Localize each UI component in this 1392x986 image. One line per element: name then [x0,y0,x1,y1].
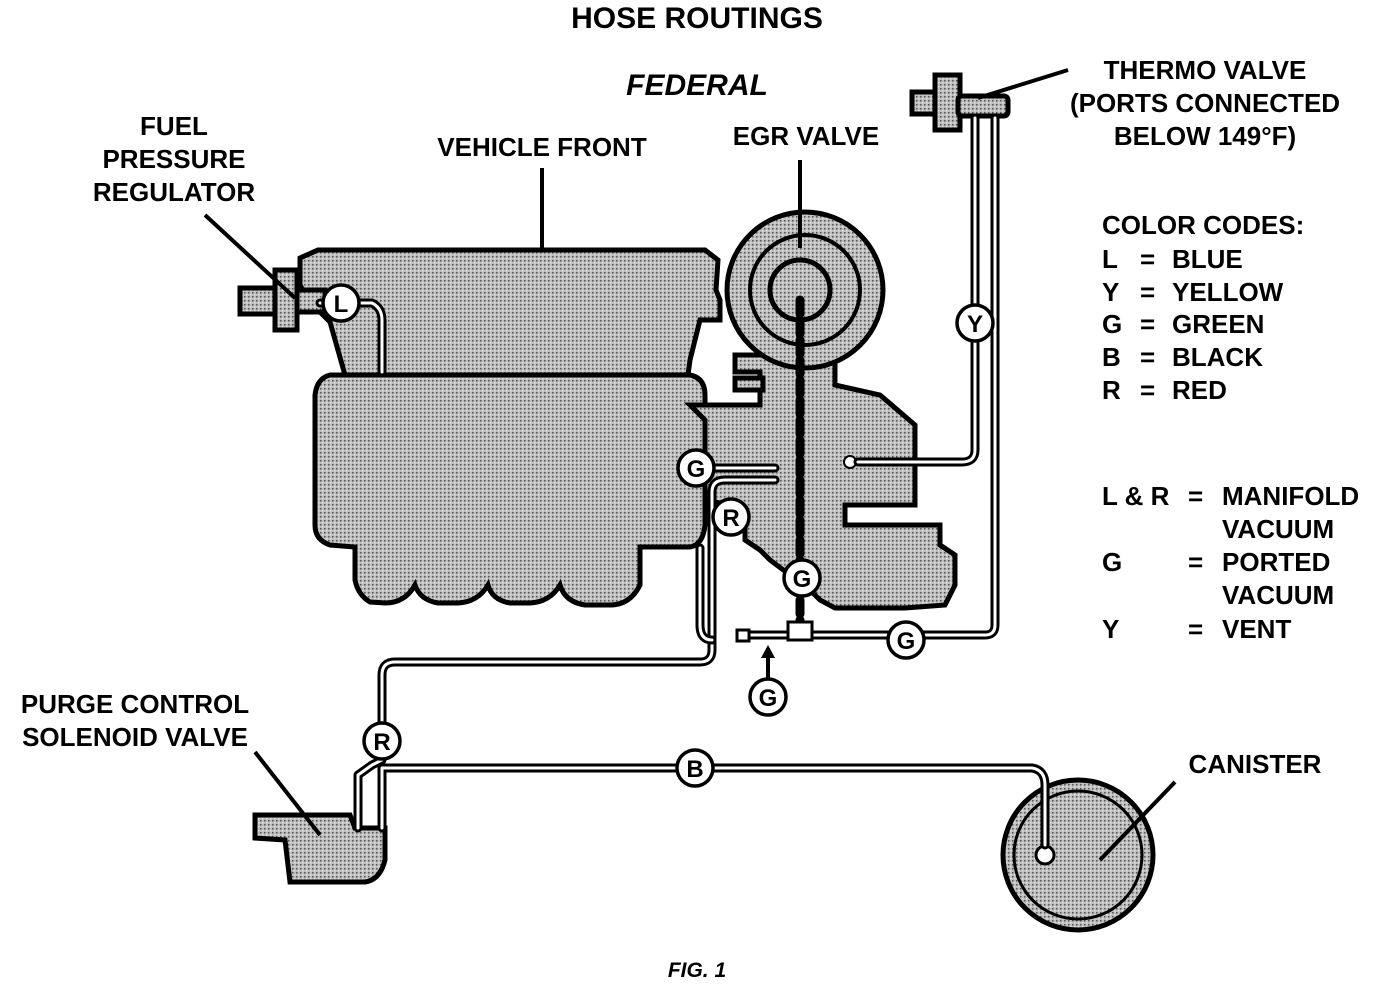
vacuum-type-legend: L & R = MANIFOLD VACUUM G = PORTED VACUU… [1102,481,1359,644]
label-canister: CANISTER [1189,749,1322,779]
hose-tag-g-port: G [748,677,788,717]
svg-text:=: = [1140,375,1155,405]
diagram-title: HOSE ROUTINGS [571,2,823,35]
svg-text:THERMO VALVE: THERMO VALVE [1104,55,1307,85]
intake-plenum [297,247,723,378]
svg-text:=: = [1140,244,1155,274]
hose-tag-r-solenoid: R [362,721,402,761]
engine-block [312,372,708,608]
hose-tag-l: L [321,283,361,323]
svg-text:VENT: VENT [1222,614,1291,644]
svg-text:REGULATOR: REGULATOR [93,177,255,207]
svg-text:(PORTS CONNECTED: (PORTS CONNECTED [1070,88,1340,118]
vacuum-tee [786,620,814,642]
svg-text:Y: Y [1102,614,1119,644]
hoses [315,113,1050,850]
leader-lines [203,68,1177,862]
svg-text:G: G [759,685,778,712]
throttle-body [683,337,958,611]
svg-text:B: B [686,756,703,783]
vacuum-row-vent: Y = VENT [1102,614,1291,644]
svg-text:BLUE: BLUE [1172,244,1243,274]
label-vehicle-front: VEHICLE FRONT [437,132,647,162]
fuel-pressure-regulator [237,267,328,333]
svg-text:PRESSURE: PRESSURE [102,144,245,174]
figure-caption: FIG. 1 [668,959,726,982]
svg-text:R: R [722,505,739,532]
svg-text:G: G [687,456,706,483]
svg-text:B: B [1102,342,1121,372]
legend-row-blue: L = BLUE [1102,244,1243,274]
svg-text:PORTED: PORTED [1222,547,1330,577]
svg-text:PURGE CONTROL: PURGE CONTROL [21,689,249,719]
legend-row-yellow: Y = YELLOW [1102,277,1284,307]
label-fuel-pressure-regulator: FUEL PRESSURE REGULATOR [93,111,255,207]
svg-text:R: R [1102,375,1121,405]
legend-row-black: B = BLACK [1102,342,1263,372]
svg-text:=: = [1188,481,1203,511]
hose-tag-g-body: G [676,448,716,488]
svg-text:SOLENOID VALVE: SOLENOID VALVE [22,722,248,752]
svg-text:YELLOW: YELLOW [1172,277,1284,307]
svg-text:=: = [1140,342,1155,372]
svg-text:=: = [1140,277,1155,307]
legend-row-green: G = GREEN [1102,309,1264,339]
svg-text:BLACK: BLACK [1172,342,1263,372]
svg-text:FUEL: FUEL [140,111,208,141]
svg-text:Y: Y [1102,277,1119,307]
svg-text:BELOW 149°F): BELOW 149°F) [1114,121,1296,151]
svg-text:G: G [1102,309,1122,339]
vacuum-row-manifold: L & R = MANIFOLD VACUUM [1102,481,1359,544]
svg-text:G: G [1102,547,1122,577]
svg-text:=: = [1188,547,1203,577]
color-codes-legend: COLOR CODES: L = BLUE Y = YELLOW G = GRE… [1102,210,1304,405]
svg-text:GREEN: GREEN [1172,309,1264,339]
svg-text:MANIFOLD: MANIFOLD [1222,481,1359,511]
svg-text:L: L [334,291,349,318]
hose-tag-b: B [675,748,715,788]
label-thermo-valve: THERMO VALVE (PORTS CONNECTED BELOW 149°… [1070,55,1340,151]
diagram-subtitle: FEDERAL [626,69,768,102]
svg-text:G: G [793,566,812,593]
svg-text:=: = [1140,309,1155,339]
vacuum-port-cap [735,628,751,643]
hose-tag-g-egr: G [782,558,822,598]
hose-tag-y: Y [955,303,995,343]
hose-tag-r-engine: R [711,497,751,537]
hose-tag-g-thermo: G [886,620,926,660]
vacuum-row-ported: G = PORTED VACUUM [1102,547,1334,610]
svg-text:VACUUM: VACUUM [1222,514,1334,544]
svg-text:L: L [1102,244,1118,274]
label-egr-valve: EGR VALVE [733,121,879,151]
svg-text:VACUUM: VACUUM [1222,580,1334,610]
egr-valve [724,209,886,371]
label-purge-control-solenoid-valve: PURGE CONTROL SOLENOID VALVE [21,689,249,752]
purge-control-solenoid-valve [252,812,388,885]
svg-text:R: R [373,729,390,756]
svg-text:Y: Y [967,311,983,338]
svg-text:L & R: L & R [1102,481,1170,511]
legend-row-red: R = RED [1102,375,1227,405]
legend-heading: COLOR CODES: [1102,210,1304,240]
canister [1000,777,1156,933]
svg-text:RED: RED [1172,375,1227,405]
svg-text:G: G [897,628,916,655]
svg-text:=: = [1188,614,1203,644]
